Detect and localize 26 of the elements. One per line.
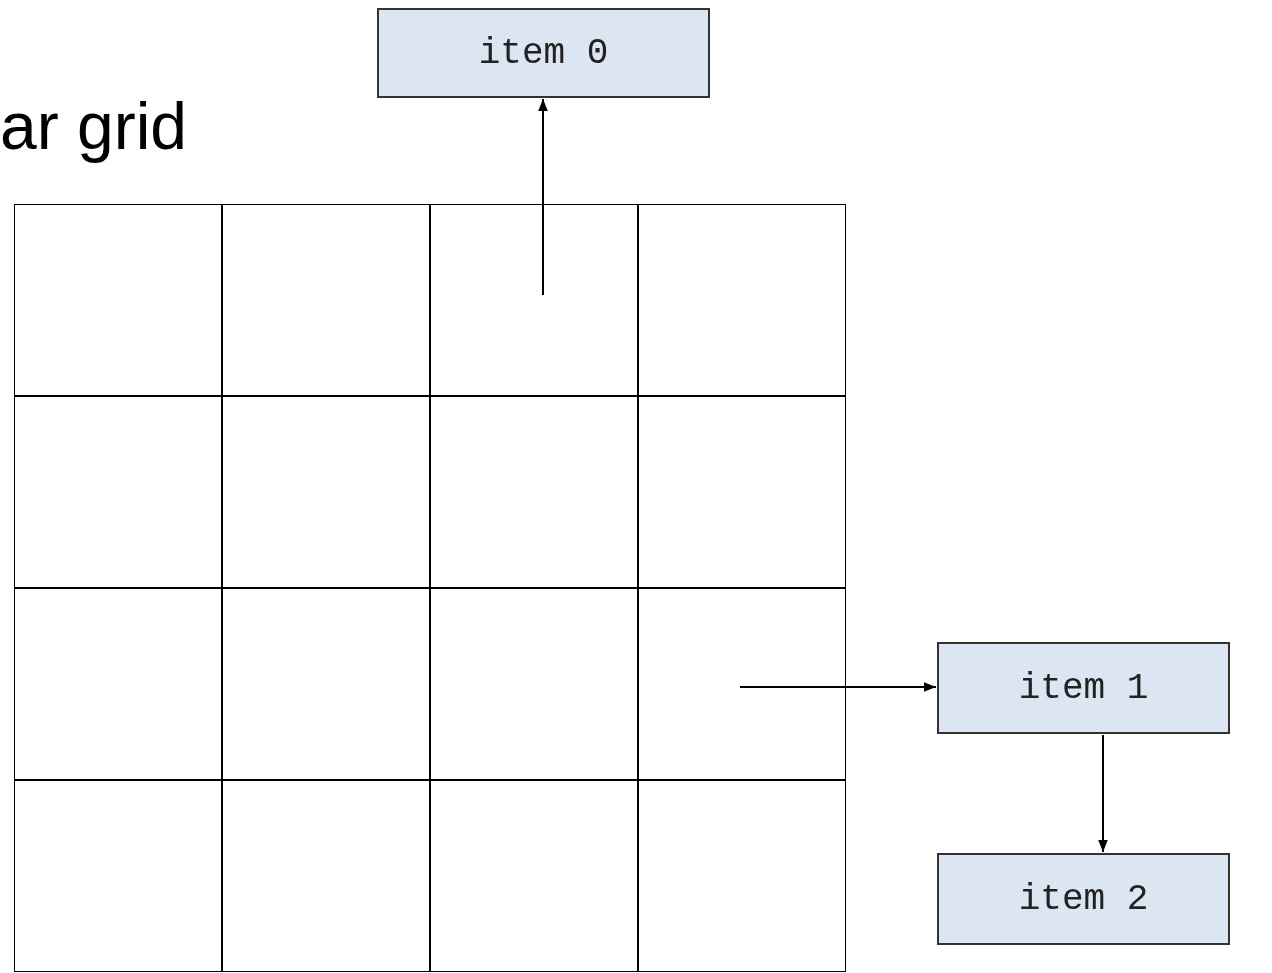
diagram-title: ar grid xyxy=(0,88,188,164)
grid-cell xyxy=(14,780,222,972)
item-label: item 2 xyxy=(1018,878,1149,920)
grid-cell xyxy=(430,396,638,588)
item-box xyxy=(937,853,1230,945)
grid-cell xyxy=(638,396,846,588)
grid-cell xyxy=(638,588,846,780)
grid-cell xyxy=(14,204,222,396)
grid-cell xyxy=(638,204,846,396)
grid-cell xyxy=(638,780,846,972)
grid-cell xyxy=(14,396,222,588)
grid-cell xyxy=(430,204,638,396)
item-label: item 1 xyxy=(1018,667,1149,709)
grid-cell xyxy=(430,780,638,972)
arrow xyxy=(739,682,937,692)
grid-cell xyxy=(222,204,430,396)
arrow xyxy=(538,98,548,296)
grid-cell xyxy=(222,396,430,588)
arrow xyxy=(1098,734,1108,853)
item-box xyxy=(377,8,710,98)
grid-cell xyxy=(222,588,430,780)
grid-cell xyxy=(430,588,638,780)
item-label: item 0 xyxy=(478,32,609,74)
item-box xyxy=(937,642,1230,734)
grid-cell xyxy=(222,780,430,972)
grid-cell xyxy=(14,588,222,780)
